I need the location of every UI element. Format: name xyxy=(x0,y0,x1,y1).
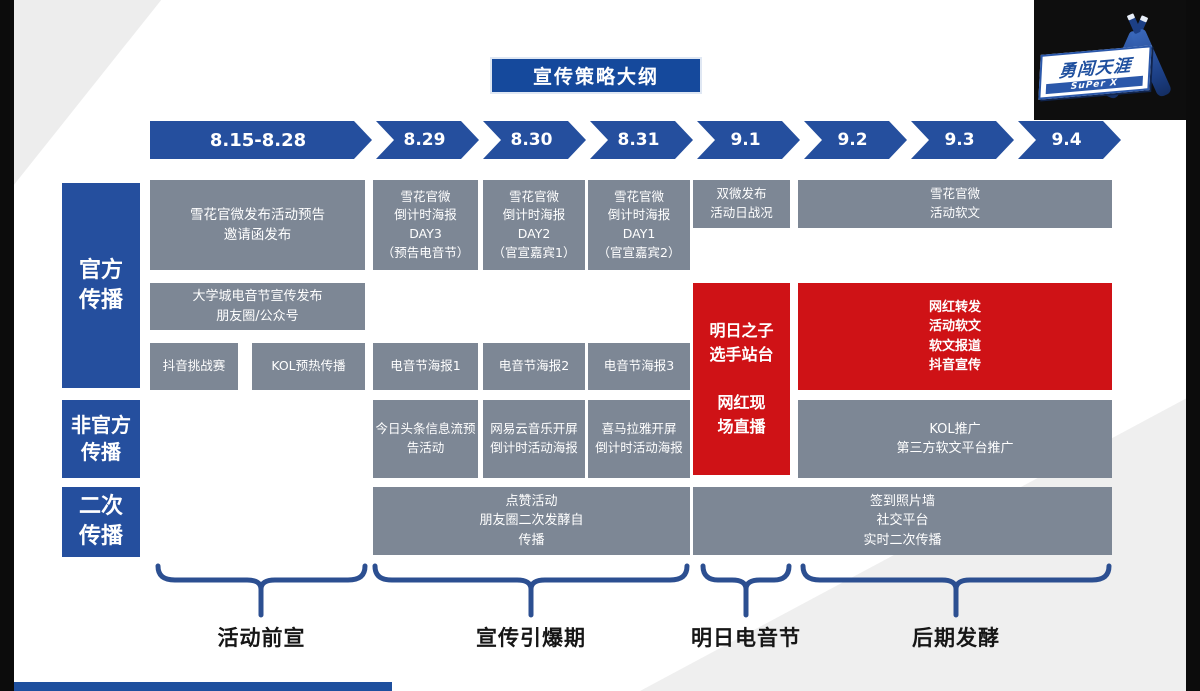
cell-poster1: 电音节海报1 xyxy=(373,343,478,390)
phase-label-festival: 明日电音节 xyxy=(691,626,801,650)
cell-countdown-day2: 雪花官微 倒计时海报 DAY2 （官宣嘉宾1） xyxy=(483,180,585,270)
phase-brace-3 xyxy=(700,563,792,618)
timeline-arrow-6: 9.2 xyxy=(804,121,907,159)
timeline-arrow-5: 9.1 xyxy=(697,121,800,159)
cell-countdown-day1: 雪花官微 倒计时海报 DAY1 （官宣嘉宾2） xyxy=(588,180,690,270)
timeline-arrow-8: 9.4 xyxy=(1018,121,1121,159)
timeline: 8.15-8.28 8.29 8.30 8.31 9.1 9.2 9.3 9.4 xyxy=(150,121,1121,159)
phase-label-pre: 活动前宣 xyxy=(217,626,306,650)
cell-like-activity: 点赞活动 朋友圈二次发酵自 传播 xyxy=(373,487,690,555)
timeline-arrow-label: 9.3 xyxy=(944,130,975,150)
timeline-arrow-2: 8.29 xyxy=(376,121,479,159)
row-label-unofficial: 非官方 传播 xyxy=(62,400,140,478)
row-label-secondary: 二次 传播 xyxy=(62,487,140,557)
cell-douyin-challenge: 抖音挑战赛 xyxy=(150,343,238,390)
row-label-official: 官方 传播 xyxy=(62,183,140,388)
timeline-arrow-label: 8.30 xyxy=(510,130,553,150)
timeline-arrow-3: 8.30 xyxy=(483,121,586,159)
bottom-blue-strip xyxy=(14,682,392,691)
left-black-edge xyxy=(0,0,14,691)
cell-red-stage: 明日之子 选手站台 网红现 场直播 xyxy=(693,283,790,475)
cell-campus: 大学城电音节宣传发布 朋友圈/公众号 xyxy=(150,283,365,330)
brand-logo: 勇闯天涯 SuPer X xyxy=(1038,6,1186,118)
cell-ximalaya: 喜马拉雅开屏 倒计时活动海报 xyxy=(588,400,690,478)
phase-label-ignite: 宣传引爆期 xyxy=(476,626,586,650)
cell-red-spread: 网红转发 活动软文 软文报道 抖音宣传 xyxy=(798,283,1112,390)
timeline-arrow-1: 8.15-8.28 xyxy=(150,121,372,159)
cell-kol-promo: KOL推广 第三方软文平台推广 xyxy=(798,400,1112,478)
cell-toutiao: 今日头条信息流预 告活动 xyxy=(373,400,478,478)
right-black-edge xyxy=(1186,0,1200,691)
timeline-arrow-label: 9.1 xyxy=(730,130,761,150)
cell-countdown-day3: 雪花官微 倒计时海报 DAY3 （预告电音节） xyxy=(373,180,478,270)
cell-official-preview: 雪花官微发布活动预告 邀请函发布 xyxy=(150,180,365,270)
page-title: 宣传策略大纲 xyxy=(490,57,702,94)
phase-brace-2 xyxy=(372,563,690,618)
cell-kol-preheat: KOL预热传播 xyxy=(252,343,365,390)
cell-shuangwei: 双微发布 活动日战况 xyxy=(693,180,790,228)
timeline-arrow-label: 8.29 xyxy=(403,130,446,150)
timeline-arrow-label: 8.15-8.28 xyxy=(209,129,307,151)
phase-brace-1 xyxy=(155,563,368,618)
cell-soft-article: 雪花官微 活动软文 xyxy=(798,180,1112,228)
logo-box: 勇闯天涯 SuPer X xyxy=(1038,45,1152,100)
cell-netease: 网易云音乐开屏 倒计时活动海报 xyxy=(483,400,585,478)
timeline-arrow-label: 9.4 xyxy=(1051,130,1082,150)
timeline-arrow-label: 8.31 xyxy=(617,130,660,150)
timeline-arrow-4: 8.31 xyxy=(590,121,693,159)
phase-label-ferment: 后期发酵 xyxy=(912,626,1000,650)
timeline-arrow-label: 9.2 xyxy=(837,130,868,150)
cell-poster3: 电音节海报3 xyxy=(588,343,690,390)
cell-checkin: 签到照片墙 社交平台 实时二次传播 xyxy=(693,487,1112,555)
phase-brace-4 xyxy=(800,563,1112,618)
cell-poster2: 电音节海报2 xyxy=(483,343,585,390)
timeline-arrow-7: 9.3 xyxy=(911,121,1014,159)
